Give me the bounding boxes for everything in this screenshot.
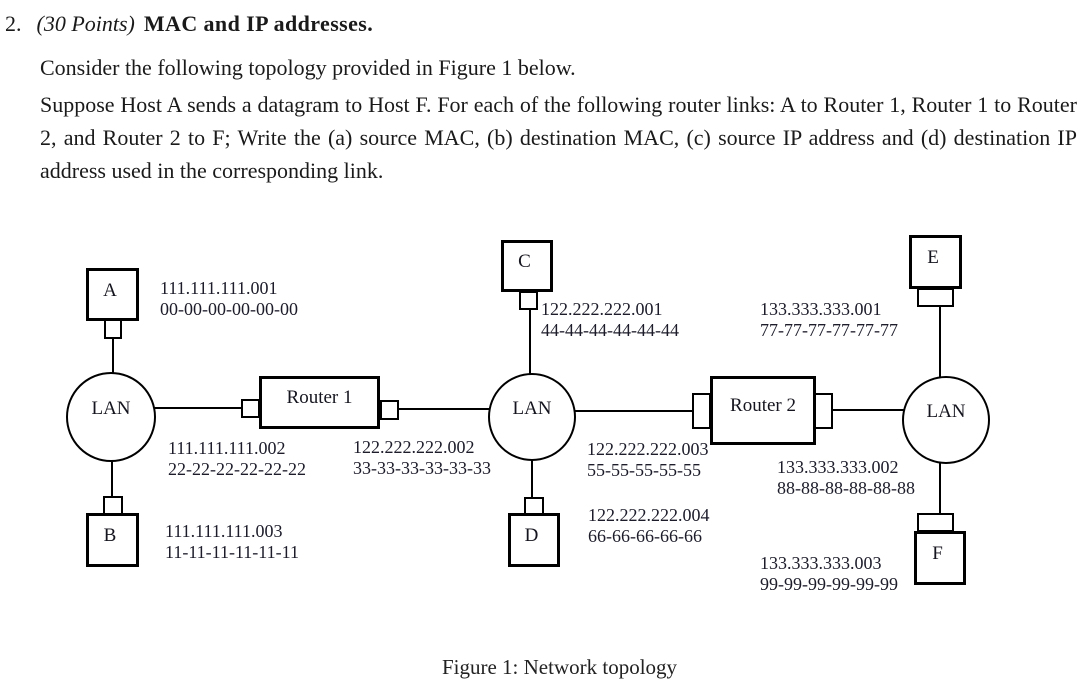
router-1-box: Router 1	[259, 376, 380, 429]
router1-left-mac: 22-22-22-22-22-22	[168, 459, 306, 479]
host-c-mac: 44-44-44-44-44-44	[541, 320, 679, 340]
router-2-right-port	[814, 393, 833, 429]
router1-right-ip: 122.222.222.002	[353, 437, 475, 457]
host-e-mac: 77-77-77-77-77-77	[760, 320, 898, 340]
host-d-box: D	[508, 513, 560, 567]
host-b-port	[103, 496, 123, 515]
router-1-label: Router 1	[286, 387, 353, 408]
label-host-d: 122.222.222.004 66-66-66-66-66	[588, 505, 710, 547]
link-hosta-lan1	[112, 337, 114, 374]
router2-right-mac: 88-88-88-88-88-88	[777, 478, 915, 498]
label-host-e: 133.333.333.001 77-77-77-77-77-77	[760, 299, 898, 341]
host-b-mac: 11-11-11-11-11-11	[165, 542, 299, 562]
link-lan2-hostd	[531, 459, 533, 499]
problem-title: MAC and IP addresses.	[143, 11, 374, 36]
link-router2-lan3	[831, 409, 905, 411]
router1-left-ip: 111.111.111.002	[168, 438, 286, 458]
lan-2-label: LAN	[512, 398, 552, 419]
host-e-port	[917, 288, 954, 307]
lan-circle-3: LAN	[902, 376, 990, 464]
router-2-box: Router 2	[710, 376, 816, 445]
host-d-port	[524, 497, 544, 515]
host-b-box: B	[86, 513, 139, 567]
label-router2-right-if: 133.333.333.002 88-88-88-88-88-88	[777, 457, 915, 499]
router-2-left-port	[692, 393, 711, 429]
label-router1-right-if: 122.222.222.002 33-33-33-33-33-33	[353, 437, 491, 479]
link-lan1-router1	[154, 407, 243, 409]
host-f-box: F	[914, 531, 966, 585]
link-lan1-hostb	[111, 460, 113, 498]
problem-statement: Suppose Host A sends a datagram to Host …	[40, 92, 1077, 183]
router1-right-mac: 33-33-33-33-33-33	[353, 458, 491, 478]
router-1-left-port	[241, 399, 260, 418]
host-e-box: E	[909, 235, 962, 289]
host-b-ip: 111.111.111.003	[165, 521, 283, 541]
host-a-letter: A	[103, 279, 117, 301]
lan-3-label: LAN	[926, 401, 966, 422]
label-host-b: 111.111.111.003 11-11-11-11-11-11	[165, 521, 299, 563]
router-1-right-port	[380, 400, 399, 420]
host-f-ip: 133.333.333.003	[760, 553, 882, 573]
link-lan2-router2	[574, 410, 694, 412]
host-c-box: C	[501, 240, 553, 292]
label-host-f: 133.333.333.003 99-99-99-99-99-99	[760, 553, 898, 595]
host-f-letter: F	[932, 543, 943, 564]
host-d-letter: D	[524, 525, 539, 546]
host-d-mac: 66-66-66-66-66	[588, 526, 702, 546]
label-host-a: 111.111.111.001 00-00-00-00-00-00	[160, 278, 298, 320]
host-a-port	[104, 319, 122, 339]
problem-number: 2.	[5, 11, 22, 36]
link-lan3-hostf	[939, 462, 941, 515]
lan-circle-2: LAN	[488, 373, 576, 461]
problem-intro: Consider the following topology provided…	[40, 55, 576, 80]
host-a-ip: 111.111.111.001	[160, 278, 278, 298]
label-host-c: 122.222.222.001 44-44-44-44-44-44	[541, 299, 679, 341]
host-f-port	[917, 513, 954, 532]
figure-caption: Figure 1: Network topology	[441, 655, 678, 679]
link-hoste-lan3	[939, 305, 941, 378]
host-a-mac: 00-00-00-00-00-00	[160, 299, 298, 319]
host-c-letter: C	[518, 251, 531, 272]
router2-right-ip: 133.333.333.002	[777, 457, 899, 477]
link-hostc-lan2	[529, 308, 531, 375]
router2-left-mac: 55-55-55-55-55	[587, 460, 701, 480]
host-b-letter: B	[103, 525, 117, 546]
label-router1-left-if: 111.111.111.002 22-22-22-22-22-22	[168, 438, 306, 480]
router-2-label: Router 2	[730, 395, 796, 416]
host-c-port	[519, 291, 538, 310]
host-d-ip: 122.222.222.004	[588, 505, 710, 525]
link-router1-lan2	[397, 408, 490, 410]
host-e-letter: E	[927, 247, 939, 268]
router2-left-ip: 122.222.222.003	[587, 439, 709, 459]
host-c-ip: 122.222.222.001	[541, 299, 663, 319]
problem-heading: 2. (30 Points) MAC and IP addresses.	[5, 11, 373, 37]
host-a-box: A	[86, 268, 139, 321]
label-router2-left-if: 122.222.222.003 55-55-55-55-55	[587, 439, 709, 481]
problem-points: (30 Points)	[36, 11, 135, 36]
lan-1-label: LAN	[91, 398, 131, 419]
host-e-ip: 133.333.333.001	[760, 299, 882, 319]
lan-circle-1: LAN	[66, 372, 156, 462]
host-f-mac: 99-99-99-99-99-99	[760, 574, 898, 594]
